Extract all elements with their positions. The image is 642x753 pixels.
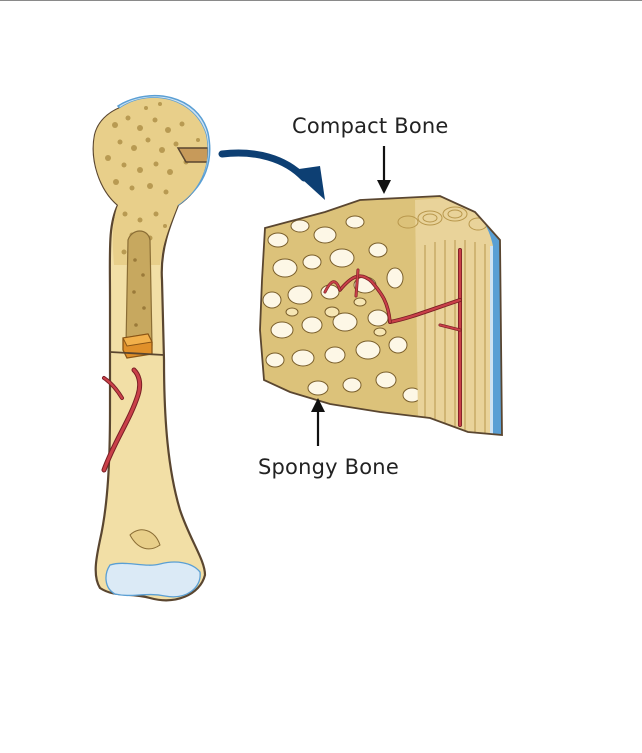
- periosteum-edge: [462, 196, 502, 435]
- arrow-up-icon: [311, 398, 325, 446]
- section-outline: [259, 195, 503, 436]
- spongy-bone-label: Spongy Bone: [258, 455, 399, 479]
- marrow-texture: [132, 258, 146, 327]
- condyle-shading: [129, 529, 161, 550]
- long-bone: [92, 94, 211, 602]
- curved-arrow-icon: [218, 149, 325, 200]
- medullary-cavity: [125, 230, 153, 346]
- nutrient-artery: [101, 367, 143, 473]
- compact-region: [397, 196, 500, 435]
- compact-bone-label: Compact Bone: [292, 114, 449, 138]
- articular-cartilage-bottom: [105, 561, 201, 598]
- section-vessels: [323, 248, 462, 427]
- bone-cross-section: [259, 195, 503, 436]
- top-border-line: [0, 0, 642, 1]
- section-cut-line: [109, 351, 165, 356]
- arrow-down-icon: [377, 146, 391, 194]
- spongy-head: [93, 97, 208, 205]
